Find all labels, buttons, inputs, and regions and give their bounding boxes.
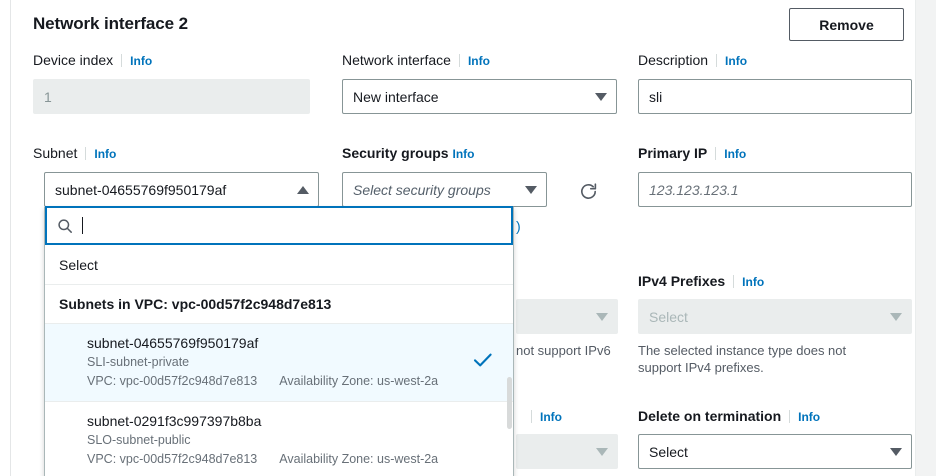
label-divider — [85, 147, 87, 160]
scrollbar-thumb[interactable] — [507, 377, 512, 429]
chevron-down-icon — [595, 92, 607, 101]
subnet-option-vpc: VPC: vpc-00d57f2c948d7e813 — [87, 374, 258, 388]
subnet-option-id: subnet-0291f3c997397b8ba — [87, 413, 262, 429]
subnet-option-name: SLO-subnet-public — [87, 433, 191, 447]
ipv4-prefixes-info-link[interactable]: Info — [742, 275, 765, 289]
label-divider — [121, 54, 123, 67]
page-title: Network interface 2 — [33, 14, 188, 33]
text-cursor — [82, 217, 83, 234]
page-right-gutter — [915, 0, 936, 476]
masked-bottom-select — [516, 434, 618, 469]
subnet-option-az: Availability Zone: us-west-2a — [279, 452, 439, 466]
ipv6-helper-text: not support IPv6 — [516, 343, 611, 358]
subnet-option-row[interactable]: subnet-04655769f950179af SLI-subnet-priv… — [45, 324, 513, 402]
primary-ip-info-link[interactable]: Info — [724, 147, 747, 161]
network-interface-info-link[interactable]: Info — [467, 54, 490, 68]
security-groups-overflow-text: ) — [516, 218, 521, 234]
description-info-link[interactable]: Info — [725, 54, 748, 68]
chevron-down-icon — [596, 447, 608, 456]
security-groups-label: Security groups Info — [342, 145, 475, 161]
label-divider — [733, 275, 735, 288]
check-icon — [473, 352, 493, 373]
ipv4-prefixes-helper-text: The selected instance type does not supp… — [638, 343, 847, 375]
masked-bottom-info-link[interactable]: Info — [540, 410, 562, 424]
delete-on-termination-info-link[interactable]: Info — [798, 410, 821, 424]
ipv6-select-masked — [516, 299, 618, 334]
delete-on-termination-select[interactable]: Select — [638, 434, 912, 469]
label-divider — [716, 54, 718, 67]
security-groups-info-link[interactable]: Info — [452, 147, 475, 161]
ipv4-prefixes-placeholder: Select — [649, 308, 688, 325]
delete-on-termination-value: Select — [649, 443, 688, 460]
subnet-option-select-none[interactable]: Select — [45, 246, 513, 285]
subnet-dropdown-scrollbar[interactable] — [507, 247, 512, 447]
remove-button[interactable]: Remove — [789, 8, 904, 41]
primary-ip-input[interactable]: 123.123.123.1 — [638, 172, 912, 207]
device-index-info-link[interactable]: Info — [130, 54, 153, 68]
chevron-down-icon — [890, 447, 902, 456]
label-divider — [789, 410, 791, 423]
refresh-icon[interactable] — [574, 177, 602, 205]
chevron-down-icon — [890, 312, 902, 321]
subnet-select[interactable]: subnet-04655769f950179af — [44, 172, 319, 207]
label-divider — [715, 147, 717, 160]
left-divider — [10, 0, 11, 476]
subnet-option-id: subnet-04655769f950179af — [87, 335, 259, 351]
chevron-down-icon — [596, 312, 608, 321]
subnet-option-meta: VPC: vpc-00d57f2c948d7e813 Availability … — [87, 450, 499, 469]
subnet-option-row[interactable]: subnet-0291f3c997397b8ba SLO-subnet-publ… — [45, 402, 513, 476]
network-interface-select-value: New interface — [353, 88, 439, 105]
subnet-dropdown-panel: Select Subnets in VPC: vpc-00d57f2c948d7… — [44, 206, 514, 476]
subnet-search-input[interactable] — [45, 206, 513, 245]
search-icon — [57, 218, 73, 234]
subnet-option-list: Select Subnets in VPC: vpc-00d57f2c948d7… — [45, 246, 513, 476]
security-groups-select[interactable]: Select security groups — [342, 172, 547, 207]
chevron-up-icon — [297, 185, 309, 194]
subnet-option-meta: VPC: vpc-00d57f2c948d7e813 Availability … — [87, 372, 499, 391]
masked-bottom-label: Info — [523, 408, 562, 424]
device-index-input: 1 — [33, 79, 310, 114]
subnet-info-link[interactable]: Info — [94, 147, 117, 161]
label-divider — [531, 410, 532, 423]
subnet-group-header: Subnets in VPC: vpc-00d57f2c948d7e813 — [45, 285, 513, 324]
network-interface-select[interactable]: New interface — [342, 79, 617, 114]
subnet-option-vpc: VPC: vpc-00d57f2c948d7e813 — [87, 452, 258, 466]
subnet-option-name: SLI-subnet-private — [87, 355, 190, 369]
description-input[interactable]: sli — [638, 79, 912, 114]
subnet-select-value: subnet-04655769f950179af — [55, 181, 227, 198]
label-divider — [458, 54, 460, 67]
subnet-option-az: Availability Zone: us-west-2a — [279, 374, 439, 388]
ipv4-prefixes-select: Select — [638, 299, 912, 334]
chevron-down-icon — [525, 185, 537, 194]
security-groups-placeholder: Select security groups — [353, 181, 491, 198]
